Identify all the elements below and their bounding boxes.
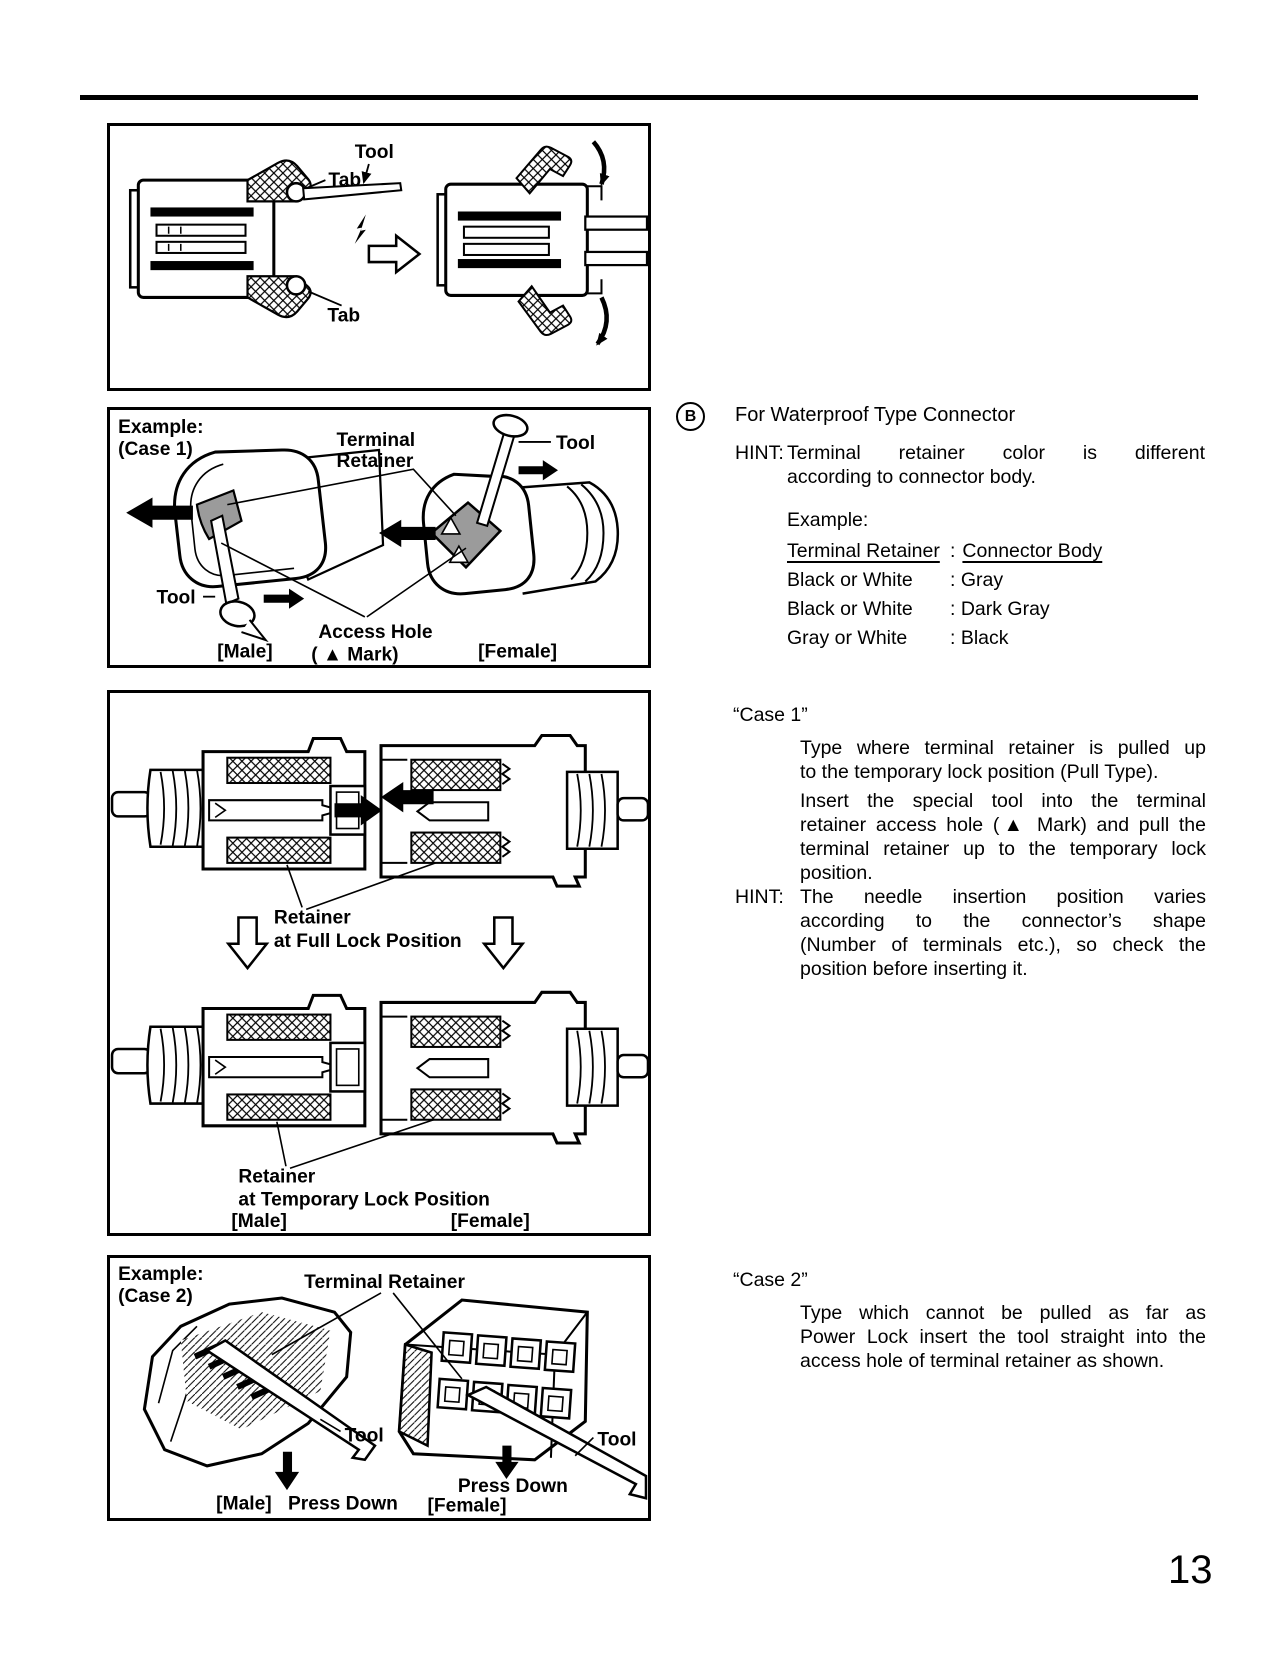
fig4-example-line2: (Case 2) xyxy=(118,1286,193,1307)
header-separator: : xyxy=(950,540,956,562)
fig3-retainer-full-label2: at Full Lock Position xyxy=(274,931,462,952)
paragraph-line: terminal retainer up to the temporary lo… xyxy=(800,838,1206,860)
hint-label: HINT: xyxy=(735,442,784,464)
fig3-drawing: Retainer at Full Lock Position Retainer … xyxy=(110,733,648,1232)
paragraph-line: access hole of terminal retainer as show… xyxy=(800,1350,1165,1372)
hint-needle-position: HINT: The needle insertion position vari… xyxy=(735,885,1206,981)
paragraph-line: Type which cannot be pulled as far as xyxy=(800,1302,1206,1324)
hint-line: according to connector body. xyxy=(787,466,1036,488)
hint-line: The needle insertion position varies xyxy=(800,886,1206,908)
retainer-color: Black or White xyxy=(787,569,913,591)
retainer-table-header: Terminal Retainer : Connector Body xyxy=(787,537,1207,566)
figure-lock-positions: Retainer at Full Lock Position Retainer … xyxy=(107,690,651,1236)
fig2-example-line1: Example: xyxy=(118,417,203,438)
page-number: 13 xyxy=(1168,1548,1213,1592)
fig4-example-line1: Example: xyxy=(118,1264,203,1285)
fig2-access-hole-label1: Access Hole xyxy=(318,622,433,643)
table-row: Gray or White : Black xyxy=(787,624,1207,653)
retainer-color-table: Terminal Retainer : Connector Body Black… xyxy=(787,537,1207,653)
header-connector-body: Connector Body xyxy=(962,540,1103,562)
header-terminal-retainer: Terminal Retainer xyxy=(787,540,940,562)
fig4-male-label: [Male] xyxy=(216,1493,271,1514)
retainer-color: Black or White xyxy=(787,598,913,620)
fig3-female-label: [Female] xyxy=(451,1211,530,1232)
case1-paragraph-1: Type where terminal retainer is pulled u… xyxy=(800,736,1206,784)
case2-paragraph: Type which cannot be pulled as far as Po… xyxy=(800,1301,1206,1373)
fig2-terminal-retainer-label1: Terminal xyxy=(337,430,416,451)
hint-label: HINT: xyxy=(735,886,784,908)
body-color: : Gray xyxy=(950,569,1004,591)
fig2-drawing: Example: (Case 1) Terminal Retainer Tool… xyxy=(118,413,620,665)
body-color: : Black xyxy=(950,627,1009,649)
case2-title: “Case 2” xyxy=(733,1269,808,1291)
fig3-retainer-full-label1: Retainer xyxy=(274,908,351,929)
fig2-tool-right-label: Tool xyxy=(556,433,595,454)
fig3-male-label: [Male] xyxy=(231,1211,286,1232)
hint-line: position before inserting it. xyxy=(800,958,1028,980)
table-row: Black or White : Dark Gray xyxy=(787,595,1207,624)
hint-line: according to the connector’s shape xyxy=(800,910,1206,932)
hint-line: Terminal retainer color is different xyxy=(787,442,1205,464)
top-rule xyxy=(80,95,1198,100)
fig4-drawing: Example: (Case 2) Terminal Retainer Tool… xyxy=(118,1264,648,1516)
fig2-access-hole-label2: ( ▲ Mark) xyxy=(311,644,398,665)
fig4-press-down-left-label: Press Down xyxy=(288,1493,398,1514)
body-color: : Dark Gray xyxy=(950,598,1050,620)
fig2-male-label: [Male] xyxy=(217,641,272,662)
fig1-tab-bottom-label: Tab xyxy=(327,306,360,327)
fig3-retainer-temp-label2: at Temporary Lock Position xyxy=(238,1190,489,1211)
fig4-tool-right-label: Tool xyxy=(597,1430,636,1451)
paragraph-line: Type where terminal retainer is pulled u… xyxy=(800,737,1206,759)
figure-tab-release: Tool Tab Tab xyxy=(107,123,651,391)
example-label: Example: xyxy=(787,509,869,531)
figure-example-case1: Example: (Case 1) Terminal Retainer Tool… xyxy=(107,407,651,668)
fig1-tab-top-label: Tab xyxy=(328,170,361,191)
paragraph-line: retainer access hole (▲ Mark) and pull t… xyxy=(800,814,1206,836)
paragraph-line: Power Lock insert the tool straight into… xyxy=(800,1326,1206,1348)
fig1-tool-label: Tool xyxy=(355,142,394,163)
fig3-retainer-temp-label1: Retainer xyxy=(238,1166,315,1187)
section-b-marker: B xyxy=(676,402,705,431)
hint-waterproof: HINT: Terminal retainer color is differe… xyxy=(735,441,1205,489)
fig2-terminal-retainer-label2: Retainer xyxy=(337,451,414,472)
retainer-color: Gray or White xyxy=(787,627,908,649)
fig2-tool-left-label: Tool xyxy=(157,588,196,609)
fig4-tool-left-label: Tool xyxy=(345,1426,384,1447)
figure-example-case2: Example: (Case 2) Terminal Retainer Tool… xyxy=(107,1255,651,1521)
paragraph-line: position. xyxy=(800,862,873,884)
fig4-terminal-retainer-label: Terminal Retainer xyxy=(304,1272,465,1293)
hint-line: (Number of terminals etc.), so check the xyxy=(800,934,1206,956)
fig1-drawing: Tool Tab Tab xyxy=(128,140,648,346)
fig2-female-label: [Female] xyxy=(478,641,557,662)
paragraph-line: Insert the special tool into the termina… xyxy=(800,790,1206,812)
paragraph-line: to the temporary lock position (Pull Typ… xyxy=(800,761,1159,783)
table-row: Black or White : Gray xyxy=(787,566,1207,595)
fig4-press-down-right-label: Press Down xyxy=(458,1476,568,1497)
section-title: For Waterproof Type Connector xyxy=(735,404,1016,426)
case1-paragraph-2: Insert the special tool into the termina… xyxy=(800,789,1206,885)
case1-title: “Case 1” xyxy=(733,704,808,726)
fig2-example-line2: (Case 1) xyxy=(118,439,193,460)
fig4-female-label: [Female] xyxy=(428,1495,507,1516)
